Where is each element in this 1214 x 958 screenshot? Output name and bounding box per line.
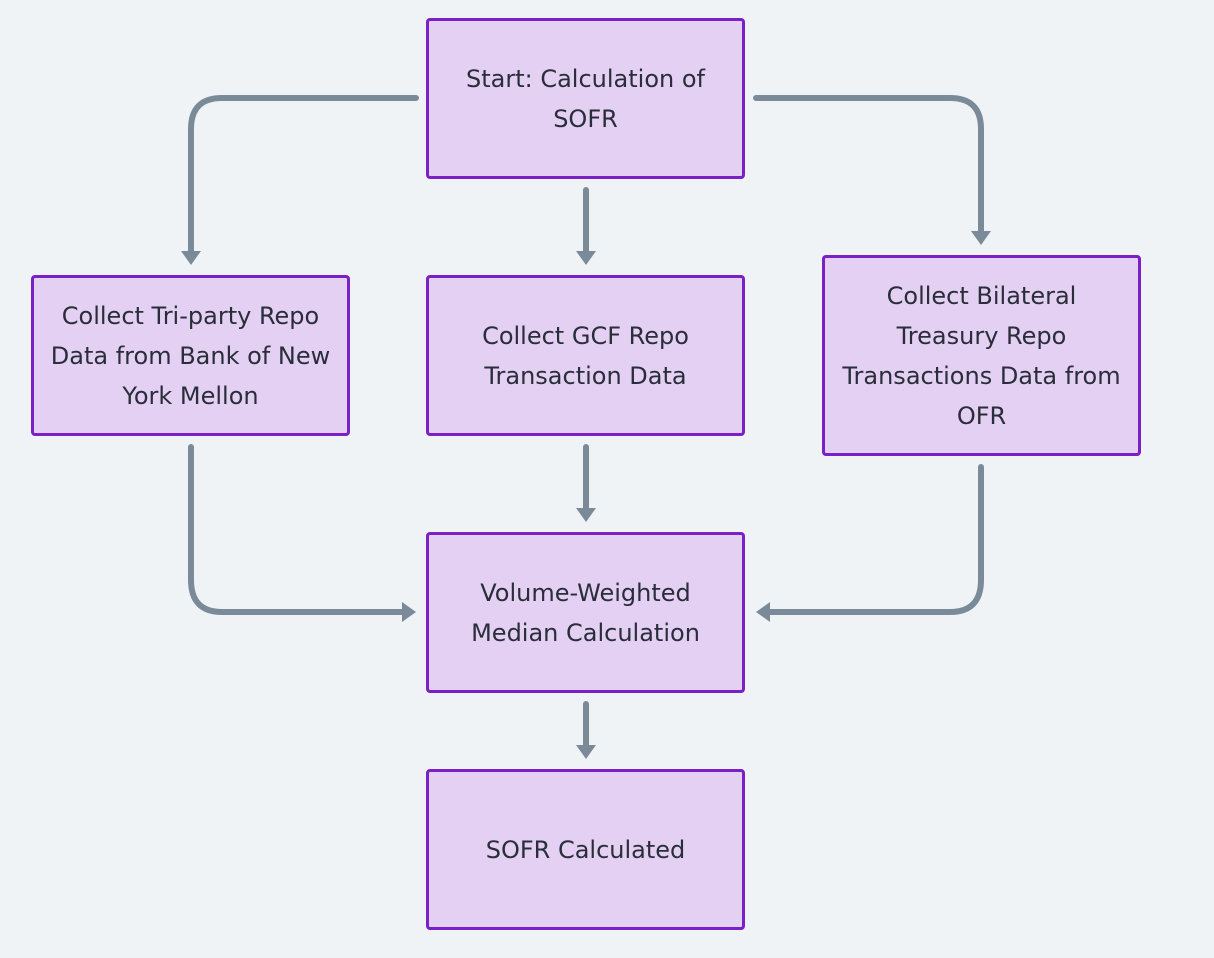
edge-start-to-bilateral — [753, 95, 984, 238]
arrowhead-gcf — [576, 251, 596, 265]
node-sofr-calculated-label: SOFR Calculated — [485, 835, 686, 864]
arrowhead-bilateral — [971, 231, 991, 245]
node-collect-gcf-label: Collect GCF Repo Transaction Data — [482, 321, 689, 390]
node-start: Start: Calculation of SOFR — [426, 18, 745, 179]
node-start-label: Start: Calculation of SOFR — [466, 64, 705, 133]
node-collect-gcf: Collect GCF Repo Transaction Data — [426, 275, 745, 436]
node-sofr-calculated: SOFR Calculated — [426, 769, 745, 930]
edge-bilateral-to-median — [763, 464, 984, 615]
edge-start-to-triparty — [188, 95, 419, 258]
arrowhead-triparty — [181, 251, 201, 265]
node-median-calculation: Volume-Weighted Median Calculation — [426, 532, 745, 693]
edge-triparty-to-median — [188, 444, 409, 615]
node-collect-triparty: Collect Tri-party Repo Data from Bank of… — [31, 275, 350, 436]
arrowhead-median-right — [756, 602, 770, 622]
arrowhead-median-left — [402, 602, 416, 622]
arrowhead-median-top — [576, 508, 596, 522]
node-collect-bilateral-label: Collect Bilateral Treasury Repo Transact… — [842, 281, 1121, 430]
node-collect-bilateral: Collect Bilateral Treasury Repo Transact… — [822, 255, 1141, 456]
arrowhead-done — [576, 745, 596, 759]
node-collect-triparty-label: Collect Tri-party Repo Data from Bank of… — [50, 301, 331, 410]
node-median-calculation-label: Volume-Weighted Median Calculation — [471, 578, 700, 647]
